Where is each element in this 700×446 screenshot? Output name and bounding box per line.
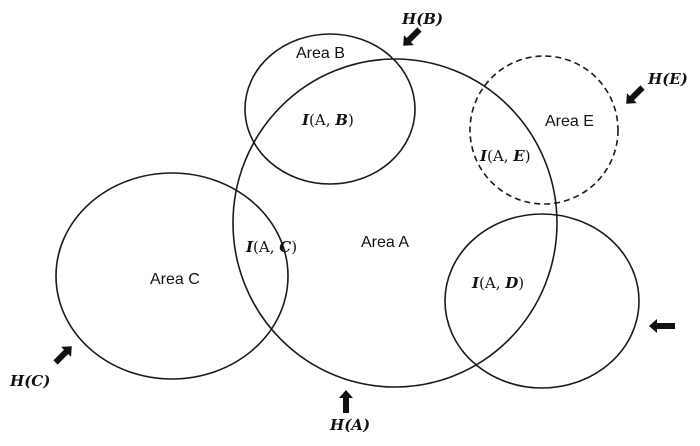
area-label-b: Area B (296, 45, 345, 62)
boundary-label-b: H(B) (401, 10, 443, 28)
circle-area-b (244, 33, 416, 185)
arrow-icon-h-d (649, 319, 675, 333)
area-label-e: Area E (545, 113, 594, 130)
arrow-icon-h-b (403, 27, 422, 46)
circle-area-c (55, 172, 289, 380)
boundary-label-e: H(E) (647, 70, 688, 88)
area-label-a: Area A (361, 234, 409, 251)
circle-area-a (232, 58, 558, 388)
arrow-icon-h-c (53, 346, 72, 365)
intersection-label-ad: I(A, D) (471, 274, 524, 292)
arrow-icon-h-e (626, 85, 645, 104)
circle-area-e (469, 55, 619, 205)
boundary-label-c: H(C) (9, 372, 50, 390)
circle-area-d (444, 213, 640, 389)
area-label-c: Area C (150, 271, 200, 288)
boundary-label-a: H(A) (329, 416, 370, 434)
intersection-label-ac: I(A, C) (245, 238, 297, 256)
intersection-label-ab: I(A, B) (301, 111, 354, 129)
intersection-label-ae: I(A, E) (479, 147, 531, 165)
arrow-icon-h-a (339, 390, 353, 413)
